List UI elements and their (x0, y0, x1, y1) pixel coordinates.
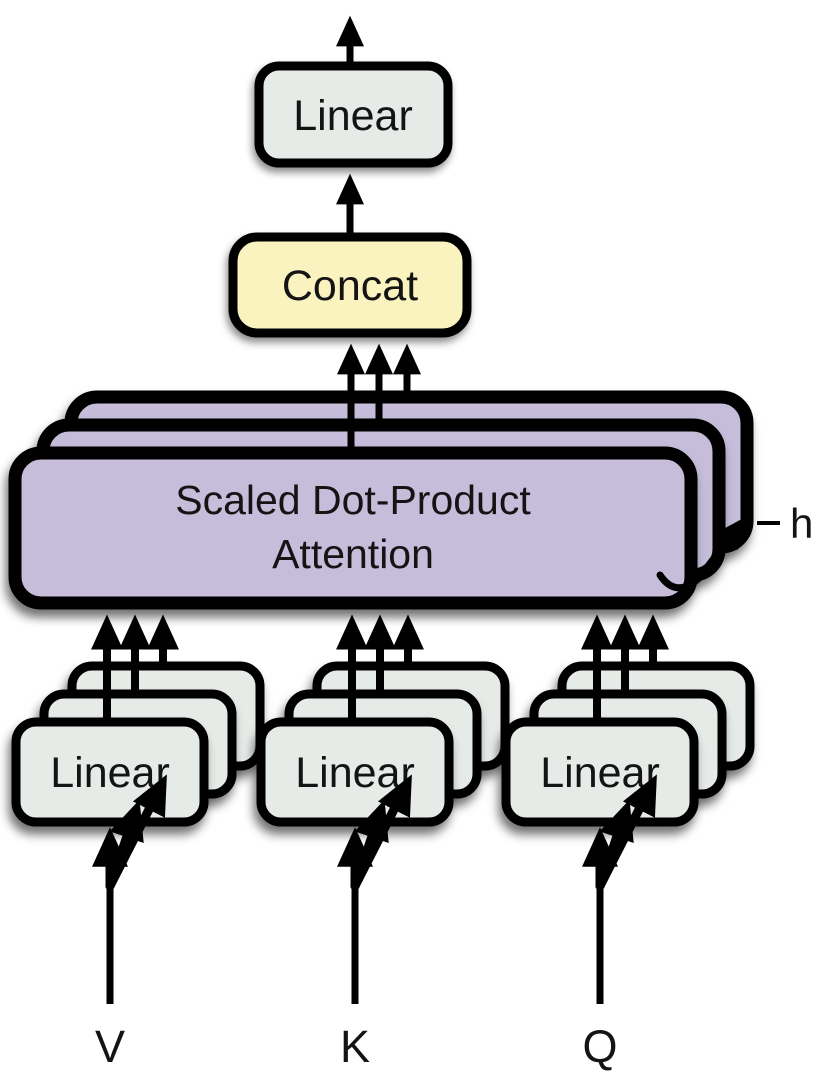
output-linear-label: Linear (293, 92, 413, 140)
input-label-q: Q (582, 1021, 617, 1072)
concat-label: Concat (282, 262, 418, 310)
input-label-v: V (95, 1021, 125, 1072)
linear-q-label: Linear (540, 749, 660, 797)
attention-label-line1: Scaled Dot-Product (175, 477, 531, 523)
attention-box-front (8, 446, 698, 610)
edges-linear-to-attention (91, 614, 669, 720)
linear-k-label: Linear (295, 749, 415, 797)
edge-v-to-back (105, 774, 167, 891)
edges-inputs (92, 774, 657, 1004)
node-output-linear: Linear (254, 61, 453, 168)
edge-k-to-back (350, 774, 412, 891)
input-label-k: K (340, 1021, 370, 1072)
edges-attention-to-concat (337, 343, 421, 456)
edge-q-to-back (595, 774, 657, 891)
heads-count-label: h (790, 500, 813, 547)
input-labels: V K Q (95, 1021, 618, 1072)
repeat-swoosh-arrow-icon (656, 517, 746, 592)
linear-v-label: Linear (50, 749, 170, 797)
heads-annotation: h (656, 500, 813, 592)
node-concat: Concat (228, 232, 472, 338)
attention-label-line2: Attention (272, 531, 434, 577)
output-linear-box (254, 61, 453, 168)
concat-box (228, 232, 472, 338)
